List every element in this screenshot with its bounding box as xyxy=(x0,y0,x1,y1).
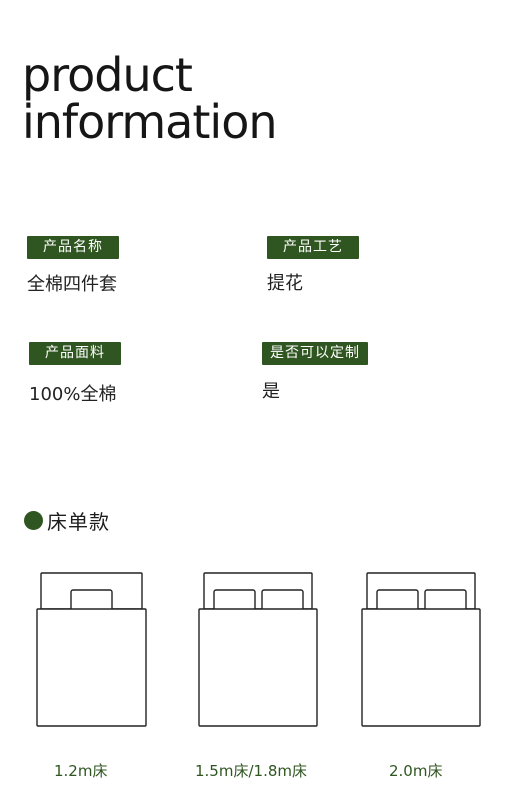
bullet-dot-icon xyxy=(24,511,43,530)
spec-value: 100%全棉 xyxy=(29,384,117,405)
spec-craft: 产品工艺 提花 xyxy=(267,236,467,295)
spec-label-badge: 是否可以定制 xyxy=(262,342,368,365)
spec-customizable: 是否可以定制 是 xyxy=(262,342,462,403)
bed-label: 2.0m床 xyxy=(389,762,443,780)
bed-double-pillow-icon xyxy=(198,572,318,727)
spec-product-name: 产品名称 全棉四件套 xyxy=(27,236,227,296)
bed-1-5m-1-8m xyxy=(196,570,320,734)
bed-double-pillow-icon xyxy=(361,572,481,727)
bed-1-2m xyxy=(35,570,149,734)
spec-value: 提花 xyxy=(267,273,303,294)
bed-2-0m xyxy=(359,570,483,734)
section-title: 床单款 xyxy=(47,510,110,534)
bed-section-heading: 床单款 xyxy=(24,506,110,535)
spec-label-badge: 产品面料 xyxy=(29,342,121,365)
spec-fabric: 产品面料 100%全棉 xyxy=(29,342,229,406)
spec-value: 是 xyxy=(262,381,280,402)
page-title: product information xyxy=(22,52,277,146)
spec-label-badge: 产品名称 xyxy=(27,236,119,259)
title-line-information: information xyxy=(22,95,277,149)
bed-label: 1.5m床/1.8m床 xyxy=(195,762,307,780)
bed-label: 1.2m床 xyxy=(54,762,108,780)
title-line-product: product xyxy=(22,48,193,102)
spec-value: 全棉四件套 xyxy=(27,274,117,295)
bed-single-pillow-icon xyxy=(36,572,147,727)
spec-label-badge: 产品工艺 xyxy=(267,236,359,259)
